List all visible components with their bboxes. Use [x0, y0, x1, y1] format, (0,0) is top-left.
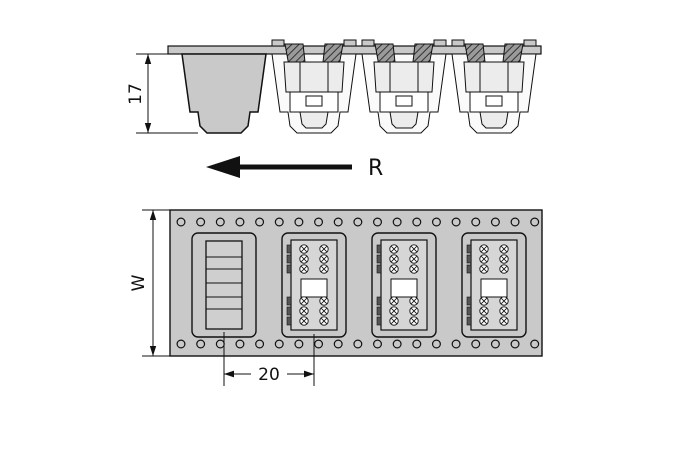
pocket-pitch-label: 20 — [258, 365, 280, 385]
empty-pocket-side — [181, 53, 267, 134]
component-plan-4 — [467, 240, 517, 330]
component-plan-3 — [377, 240, 427, 330]
unreel-direction: R — [206, 156, 383, 181]
pocket-plan-3 — [371, 232, 437, 338]
direction-arrow-head-icon — [206, 156, 240, 178]
plan-view: W 20 — [129, 209, 543, 386]
component-pocket-side-2 — [361, 39, 447, 134]
tape-width-label: W — [129, 274, 149, 291]
dimension-tape-width: W — [129, 209, 170, 357]
pocket-depth-label: 17 — [126, 83, 146, 105]
component-pocket-side-1 — [271, 39, 357, 134]
direction-label: R — [368, 156, 383, 181]
component-plan-underside — [205, 240, 243, 330]
pocket-plan-4 — [461, 232, 527, 338]
dimension-pocket-depth: 17 — [126, 53, 198, 134]
carrier-tape-side — [167, 45, 542, 55]
dimension-pocket-pitch: 20 — [223, 332, 315, 386]
side-elevation-view: 17 — [126, 39, 542, 134]
component-plan-2 — [287, 240, 337, 330]
component-pocket-side-3 — [451, 39, 537, 134]
